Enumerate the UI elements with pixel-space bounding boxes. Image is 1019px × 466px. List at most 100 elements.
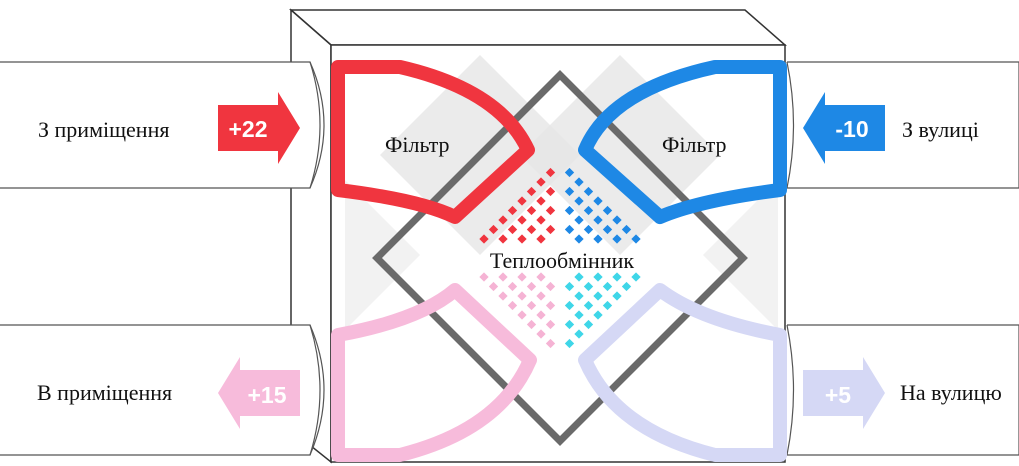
duct-top-right-rim bbox=[786, 61, 795, 189]
channel-pink bbox=[331, 283, 537, 462]
exchanger-dot bbox=[526, 186, 537, 197]
exchanger-dot bbox=[517, 291, 527, 301]
exchanger-dot bbox=[631, 272, 641, 282]
channel-lavender bbox=[578, 283, 787, 462]
exchanger-dot bbox=[612, 234, 622, 244]
exchanger-dot bbox=[545, 167, 556, 178]
exchanger-dot bbox=[517, 215, 527, 225]
exchanger-dot bbox=[564, 319, 575, 330]
bg-diamond-right bbox=[520, 55, 720, 255]
badge-from-room: +22 bbox=[218, 92, 300, 164]
exchanger-dot bbox=[593, 234, 603, 244]
badge-from-room-text: +22 bbox=[228, 116, 267, 142]
exchanger-frame bbox=[372, 70, 748, 446]
badge-from-street: -10 bbox=[803, 92, 885, 164]
exchanger-dot bbox=[526, 300, 537, 311]
exchanger-dot bbox=[536, 272, 546, 282]
exchanger-dot bbox=[545, 281, 556, 292]
exchanger-dot bbox=[583, 205, 594, 216]
exchanger-dot bbox=[564, 281, 575, 292]
exchanger-dot bbox=[602, 281, 613, 292]
exchanger-dot bbox=[593, 215, 603, 225]
exchanger-dot bbox=[593, 196, 603, 206]
exchanger-dot bbox=[536, 196, 546, 206]
exchanger-dot bbox=[488, 224, 499, 235]
dots-bottom-right bbox=[564, 272, 641, 349]
exchanger-dot bbox=[536, 177, 546, 187]
exchanger-dot bbox=[593, 272, 603, 282]
exchanger-dot bbox=[526, 205, 537, 216]
exchanger-dot bbox=[574, 177, 584, 187]
exchanger-dot bbox=[517, 196, 527, 206]
exchanger-dot bbox=[507, 205, 518, 216]
exchanger-dot bbox=[507, 300, 518, 311]
exchanger-dot bbox=[526, 224, 537, 235]
exchanger-dot bbox=[479, 272, 489, 282]
exchanger-dot bbox=[564, 338, 575, 349]
housing-top-face bbox=[289, 9, 787, 46]
duct-top-right-body bbox=[787, 61, 1019, 189]
duct-bottom-right bbox=[786, 324, 1019, 456]
arrow-left-icon bbox=[218, 357, 300, 429]
arrow-right-icon bbox=[218, 92, 300, 164]
exchanger-dot bbox=[631, 234, 641, 244]
exchanger-dot bbox=[498, 234, 508, 244]
exchanger-dot bbox=[612, 291, 622, 301]
exchanger-dot bbox=[593, 291, 603, 301]
exchanger-dot bbox=[621, 224, 632, 235]
exchanger-dot bbox=[583, 300, 594, 311]
exchanger-dot bbox=[612, 272, 622, 282]
exchanger-dot bbox=[507, 224, 518, 235]
exchanger-dot bbox=[583, 224, 594, 235]
exchanger-dot bbox=[612, 215, 622, 225]
exchanger-dot bbox=[536, 215, 546, 225]
exchanger-dot bbox=[545, 300, 556, 311]
badge-to-room-text: +15 bbox=[247, 382, 286, 408]
exchanger-dot bbox=[564, 186, 575, 197]
exchanger-dot bbox=[564, 167, 575, 178]
badge-to-street: +5 bbox=[803, 357, 885, 429]
label-from-street: З вулиці bbox=[902, 117, 979, 142]
label-to-street: На вулицю bbox=[900, 380, 1002, 405]
exchanger-dot bbox=[498, 291, 508, 301]
duct-top-right bbox=[786, 61, 1019, 189]
exchanger-dot bbox=[536, 310, 546, 320]
exchanger-dot bbox=[574, 196, 584, 206]
exchanger-dot bbox=[536, 329, 546, 339]
exchanger-dot bbox=[498, 215, 508, 225]
exchanger-dot bbox=[564, 224, 575, 235]
exchanger-dot bbox=[564, 300, 575, 311]
exchanger-dot bbox=[517, 272, 527, 282]
channel-red bbox=[331, 60, 535, 224]
arrow-left-icon bbox=[803, 92, 885, 164]
duct-top-left-rim bbox=[309, 61, 325, 189]
arrow-right-icon bbox=[803, 357, 885, 429]
exchanger-dot bbox=[545, 224, 556, 235]
label-filter-right: Фільтр bbox=[662, 132, 727, 157]
duct-bottom-right-rim bbox=[786, 324, 795, 456]
exchanger-dot bbox=[574, 329, 584, 339]
exchanger-dot bbox=[574, 291, 584, 301]
exchanger-dot bbox=[574, 272, 584, 282]
duct-bottom-left-rim bbox=[309, 324, 325, 456]
label-filter-left: Фільтр bbox=[385, 132, 450, 157]
exchanger-dot bbox=[583, 281, 594, 292]
exchanger-dot bbox=[621, 281, 632, 292]
exchanger-dot bbox=[536, 291, 546, 301]
dots-top-left bbox=[479, 167, 556, 244]
duct-top-left bbox=[0, 61, 325, 189]
exchanger-dot bbox=[602, 300, 613, 311]
exchanger-dot bbox=[602, 205, 613, 216]
exchanger-dot bbox=[593, 310, 603, 320]
exchanger-dot bbox=[545, 205, 556, 216]
exchanger-dot bbox=[574, 310, 584, 320]
badge-to-room: +15 bbox=[218, 357, 300, 429]
exchanger-dot bbox=[545, 186, 556, 197]
exchanger-dot bbox=[526, 281, 537, 292]
exchanger-dot bbox=[545, 338, 556, 349]
exchanger-dot bbox=[564, 205, 575, 216]
label-from-room: З приміщення bbox=[38, 117, 169, 142]
exchanger-dot bbox=[545, 319, 556, 330]
exchanger-dot bbox=[583, 319, 594, 330]
